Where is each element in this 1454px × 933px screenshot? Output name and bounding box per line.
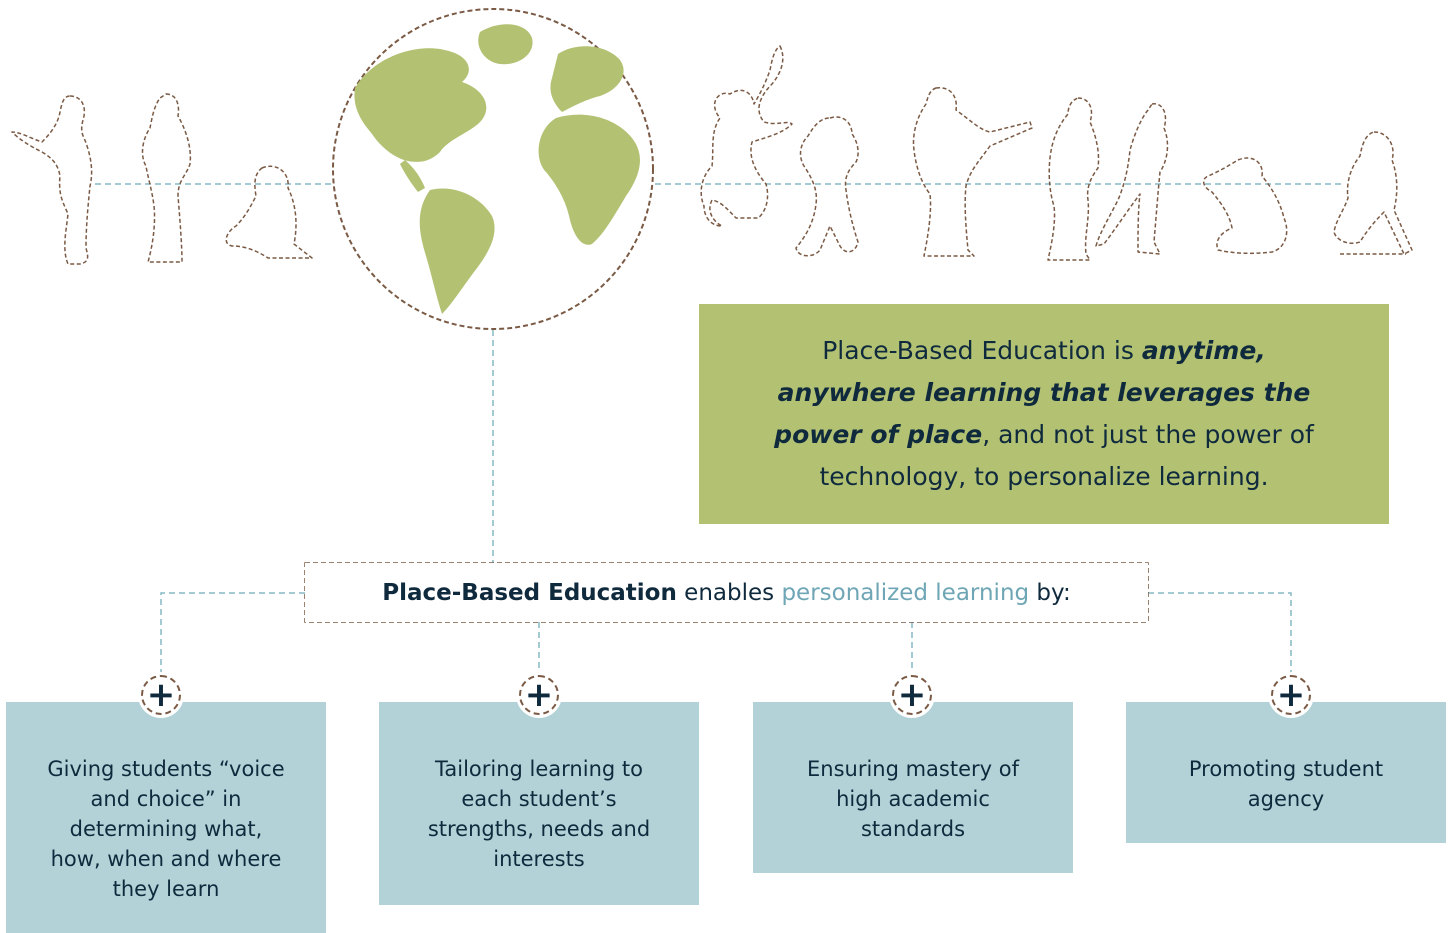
plus-icon: +	[889, 672, 935, 718]
benefit-card-text: Giving students “voice and choice” in de…	[47, 757, 285, 901]
connector-right	[1148, 592, 1292, 680]
enables-box-outline	[304, 562, 1149, 623]
plus-icon: +	[516, 672, 562, 718]
child-standing-icon	[141, 93, 192, 263]
enables-statement: Place-Based Education enables personaliz…	[305, 563, 1148, 622]
child-pointing-icon	[11, 95, 93, 265]
europe	[550, 46, 624, 112]
child-standing-icon	[1047, 97, 1100, 261]
child-covering-ears-icon	[795, 116, 859, 257]
benefit-card-text: Promoting student agency	[1188, 757, 1384, 811]
south-america	[419, 188, 495, 314]
benefit-card-tailoring: Tailoring learning to each student’s str…	[379, 702, 699, 905]
child-with-guitar-icon	[912, 87, 1033, 257]
plus-icon: +	[138, 672, 184, 718]
greenland	[478, 24, 533, 65]
benefit-card-text: Tailoring learning to each student’s str…	[427, 757, 651, 871]
plus-icon: +	[1268, 672, 1314, 718]
benefit-card-text: Ensuring mastery of high academic standa…	[806, 757, 1019, 841]
child-crouching-icon	[1202, 157, 1288, 255]
enables-subject: Place-Based Education	[382, 579, 677, 606]
central-america	[400, 160, 425, 192]
globe-icon	[332, 8, 654, 330]
benefit-card-mastery: Ensuring mastery of high academic standa…	[753, 702, 1073, 873]
connector-left	[160, 592, 305, 680]
definition-prefix: Place-Based Education is	[822, 336, 1142, 365]
definition-box: Place-Based Education is anytime, anywhe…	[699, 304, 1389, 524]
definition-suffix: , and not just the power of technology, …	[819, 420, 1314, 491]
child-kneeling-icon	[225, 165, 313, 259]
north-america	[354, 48, 487, 162]
child-with-scooter-icon	[1333, 131, 1413, 255]
enables-verb: enables	[676, 579, 782, 606]
benefit-card-agency: Promoting student agency	[1126, 702, 1446, 843]
child-walking-icon	[1095, 103, 1169, 255]
benefit-card-voice-and-choice: Giving students “voice and choice” in de…	[6, 702, 326, 933]
child-jumping-icon	[700, 45, 793, 227]
africa	[538, 114, 640, 245]
enables-tail: by:	[1029, 579, 1071, 606]
definition-emphasis: anytime, anywhere learning that leverage…	[774, 336, 1311, 449]
enables-highlight: personalized learning	[781, 579, 1030, 606]
